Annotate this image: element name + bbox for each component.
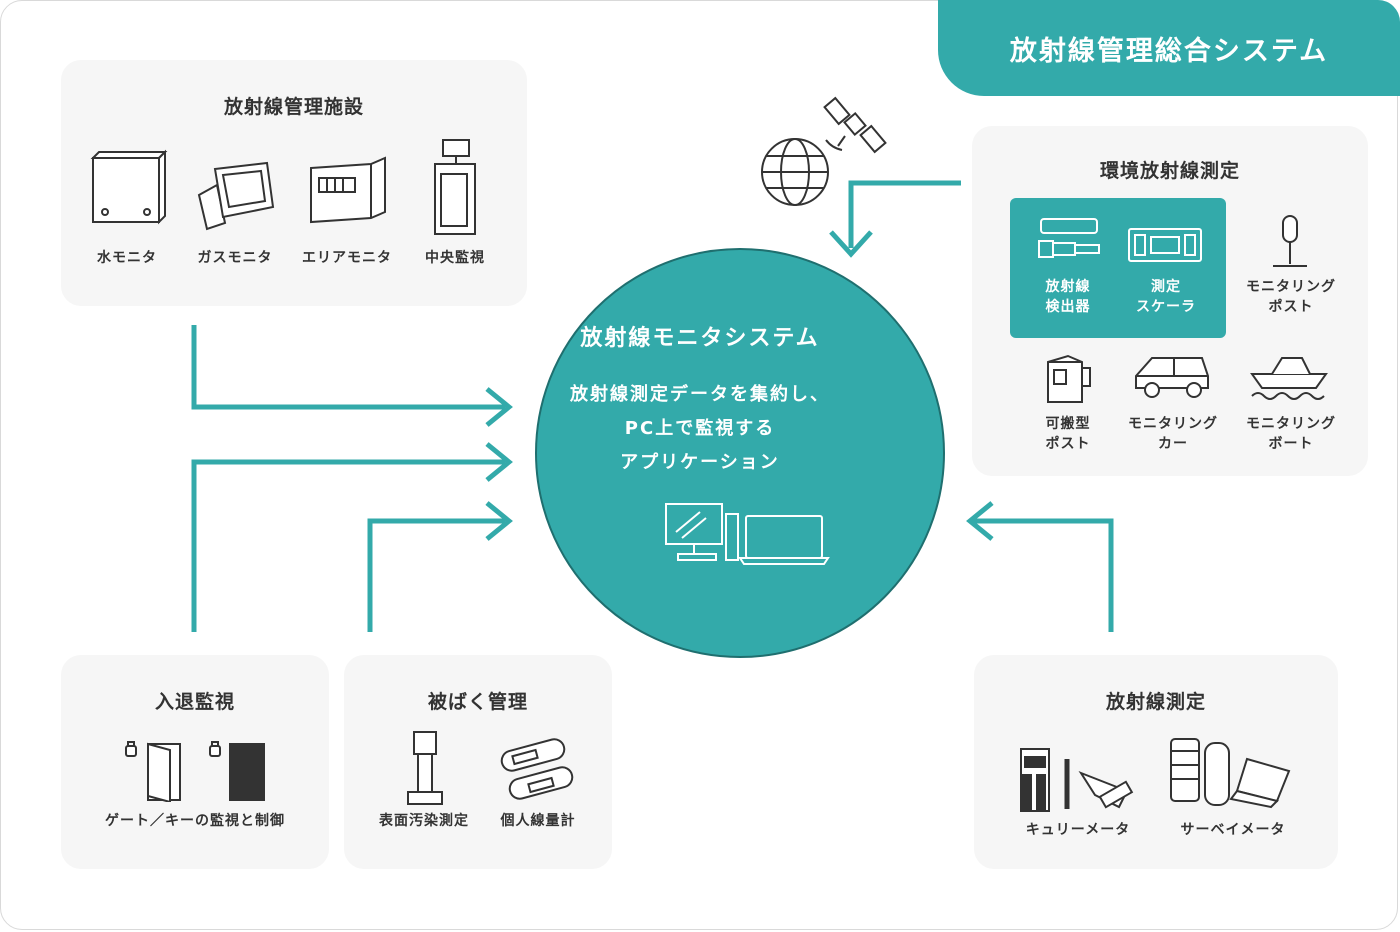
label-monitoring-post-line2: ポスト (1268, 299, 1314, 315)
panel-facility-title: 放射線管理施設 (223, 96, 364, 118)
label-monitoring-car-line1: モニタリング (1128, 416, 1218, 432)
arrowhead-access (485, 442, 513, 482)
arrow-exposure (367, 518, 505, 632)
center-desc-line2: PC上で監視する (624, 418, 776, 439)
center-system-circle (535, 248, 945, 658)
label-monitoring-car-line2: カー (1158, 436, 1188, 452)
label-monitoring-car: モニタリング カー (1118, 414, 1228, 454)
label-central-monitor: 中央監視 (425, 250, 485, 266)
label-gate-key: ゲート／キーの監視と制御 (105, 813, 285, 829)
label-measurement-scaler-line2: スケーラ (1136, 299, 1196, 315)
monitoring-post-icon (1273, 215, 1307, 267)
monitoring-car-icon (1135, 357, 1209, 398)
label-surface-contamination: 表面汚染測定 (379, 813, 469, 829)
label-survey-meter: サーベイメータ (1180, 822, 1286, 838)
arrow-facility (191, 325, 505, 410)
gas-monitor-icon (197, 161, 275, 231)
label-radiation-detector: 放射線 検出器 (1028, 277, 1108, 317)
central-monitor-icon (434, 139, 476, 235)
computer-icon (665, 503, 830, 565)
portable-post-icon (1047, 354, 1091, 403)
label-water-monitor: 水モニタ (97, 250, 157, 266)
label-radiation-detector-line2: 検出器 (1045, 299, 1091, 315)
system-title: 放射線管理総合システム (1009, 35, 1329, 67)
gate-key-icon (125, 741, 265, 802)
label-portable-post-line1: 可搬型 (1045, 416, 1091, 432)
area-monitor-icon (310, 156, 386, 224)
label-curie-meter: キュリーメータ (1025, 822, 1131, 838)
panel-access-title: 入退監視 (154, 691, 235, 713)
personal-dosimeter-icon (500, 738, 574, 800)
measurement-scaler-icon (1128, 228, 1202, 262)
arrowhead-environment (829, 230, 873, 258)
panel-access: 入退監視 (61, 655, 329, 869)
center-desc-line1: 放射線測定データを集約し、 (570, 384, 830, 405)
satellite-icon (823, 96, 887, 154)
radiation-detector-icon (1038, 218, 1100, 258)
arrowhead-exposure (485, 501, 513, 541)
label-personal-dosimeter: 個人線量計 (500, 813, 576, 829)
label-monitoring-boat-line2: ボート (1268, 436, 1314, 452)
globe-icon (761, 138, 829, 206)
surface-contamination-icon (407, 731, 443, 805)
label-radiation-detector-line1: 放射線 (1045, 279, 1091, 295)
arrowhead-facility (485, 387, 513, 427)
panel-exposure-title: 被ばく管理 (427, 691, 528, 713)
center-title: 放射線モニタシステム (580, 326, 820, 351)
arrow-access (191, 459, 505, 632)
label-monitoring-post: モニタリング ポスト (1236, 277, 1346, 317)
panel-measurement-title: 放射線測定 (1105, 691, 1206, 713)
label-area-monitor: エリアモニタ (302, 250, 392, 266)
survey-meter-icon (1170, 738, 1291, 809)
center-desc-line3: アプリケーション (620, 452, 780, 473)
curie-meter-icon (1020, 748, 1134, 812)
panel-environment-title: 環境放射線測定 (1099, 160, 1240, 182)
label-monitoring-boat-line1: モニタリング (1246, 416, 1336, 432)
water-monitor-icon (90, 149, 168, 225)
label-gas-monitor: ガスモニタ (197, 250, 273, 266)
system-title-tab: 放射線管理総合システム (938, 0, 1400, 96)
label-portable-post: 可搬型 ポスト (1028, 414, 1108, 454)
panel-exposure: 被ばく管理 (344, 655, 612, 869)
arrow-measurement (972, 518, 1114, 632)
arrow-environment (848, 180, 961, 248)
monitoring-boat-icon (1250, 357, 1328, 400)
label-portable-post-line2: ポスト (1045, 436, 1091, 452)
panel-measurement: 放射線測定 (974, 655, 1338, 869)
label-monitoring-boat: モニタリング ボート (1236, 414, 1346, 454)
label-monitoring-post-line1: モニタリング (1246, 279, 1336, 295)
label-measurement-scaler-line1: 測定 (1151, 279, 1181, 295)
arrowhead-measurement (966, 501, 994, 541)
environment-highlight-box (1010, 198, 1226, 338)
label-measurement-scaler: 測定 スケーラ (1126, 277, 1206, 317)
